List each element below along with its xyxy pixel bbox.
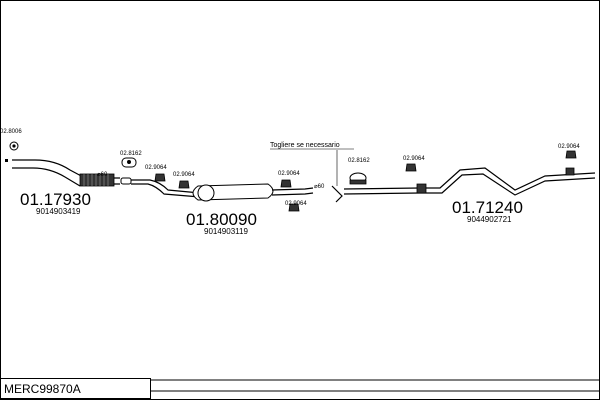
gasket-icon <box>9 141 19 151</box>
part-number-1: 01.17930 <box>20 190 91 209</box>
accessory-label-a6: 02.9064 <box>285 201 307 207</box>
accessory-label-a3: 02.9064 <box>145 165 167 171</box>
note-callout: Togliere se necessario <box>270 142 354 203</box>
oem-number-2: 9014903119 <box>204 227 248 236</box>
centre-pipe <box>120 177 201 198</box>
hanger-icon-right <box>405 150 577 172</box>
rubber-mount-icon <box>349 172 367 185</box>
model-code: MERC99870A <box>4 382 81 396</box>
tail-pipe <box>343 167 596 196</box>
oem-number-1: 9014903419 <box>36 207 81 216</box>
silencer-icon <box>192 183 314 202</box>
accessory-label-a1: 02.8006 <box>0 129 22 135</box>
flex-joint <box>79 173 115 187</box>
accessory-label-a8: 02.9064 <box>403 156 425 162</box>
clamp-icon <box>121 157 137 168</box>
front-pipe <box>12 159 120 187</box>
oem-number-3: 9044902721 <box>467 215 512 224</box>
accessory-label-a4: 02.9064 <box>173 172 195 178</box>
hanger-icon <box>154 173 300 212</box>
part-number-3: 01.71240 <box>452 198 523 217</box>
part-number-2: 01.80090 <box>186 210 257 229</box>
pipe-diameter-label-1: ⌀60 <box>97 172 108 178</box>
pipe-diameter-label-2: ⌀60 <box>314 184 325 190</box>
accessory-label-a9: 02.9064 <box>558 144 580 150</box>
accessory-label-a2: 02.8162 <box>120 151 142 157</box>
accessory-label-a7: 02.8162 <box>348 158 370 164</box>
note-text: Togliere se necessario <box>270 142 340 149</box>
bullet-marker <box>5 159 8 162</box>
title-box <box>0 378 151 399</box>
accessory-label-a5: 02.9064 <box>278 171 300 177</box>
